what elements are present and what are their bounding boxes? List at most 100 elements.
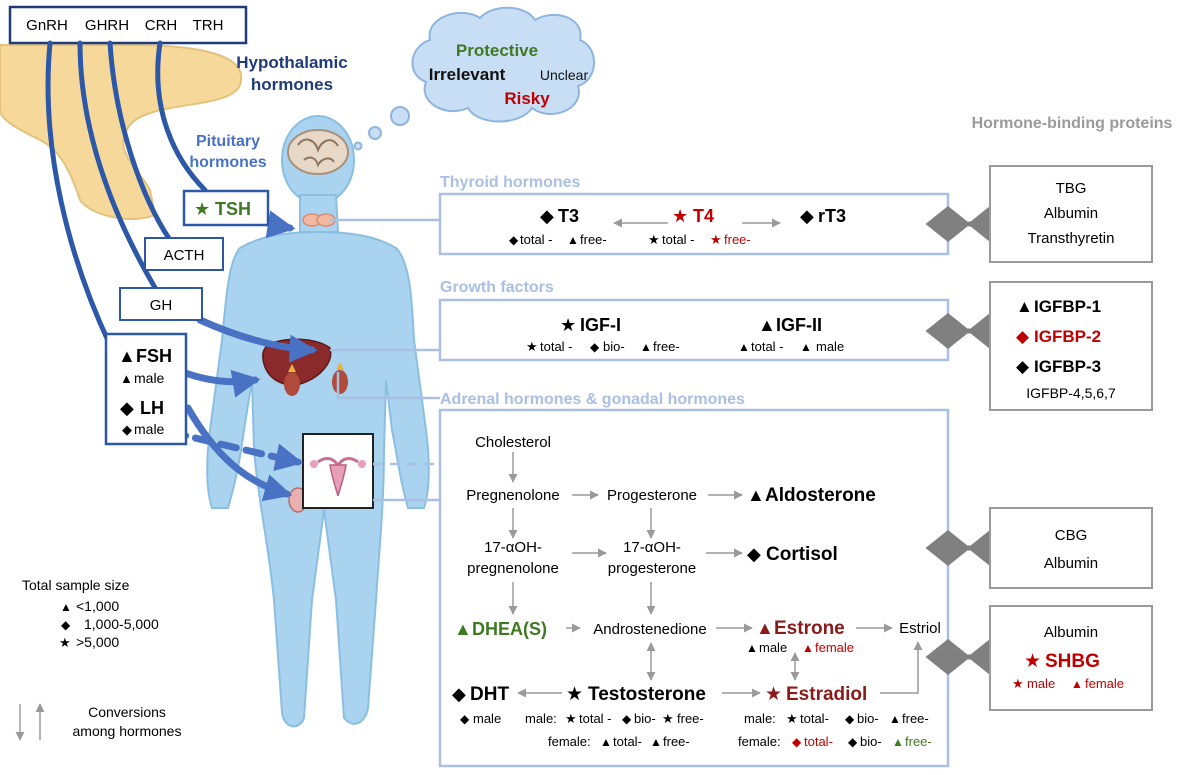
testo-female-total-label: total- [613,734,642,749]
thought-cloud [353,6,595,151]
e2-male-free-label: free- [902,711,929,726]
testo-male-bio-label: bio- [634,711,656,726]
shbg-label: SHBG [1045,651,1100,672]
e2-male-label: male: [744,711,776,726]
igfbp2-diamond-icon: ◆ [1016,327,1030,346]
pregnenolone-label: Pregnenolone [466,487,559,504]
igfbp2-label: IGFBP-2 [1034,327,1101,346]
testo-male-total-star-icon: ★ [565,711,577,726]
estrone-triangle-icon: ▲ [756,618,774,638]
t3-label: T3 [558,206,579,226]
legend-triangle-label: <1,000 [76,598,119,614]
shbg-female-label: female [1085,676,1124,691]
e2-male-total-label: total- [800,711,829,726]
igf1-free-triangle-icon: ▲ [640,340,652,354]
estradiol-label: Estradiol [786,684,867,705]
tbg-label: TBG [1056,180,1087,197]
cbg-binding-box [989,507,1153,589]
hypothalamic-label-2: hormones [251,75,333,94]
igfbp3-diamond-icon: ◆ [1016,357,1030,376]
progesterone-label: Progesterone [607,487,697,504]
transthyretin-label: Transthyretin [1028,230,1115,247]
testosterone-label: Testosterone [588,684,706,705]
t4-free-star-icon: ★ [710,232,722,247]
organ-connectors [330,218,440,502]
dhea-triangle-icon: ▲ [454,619,472,639]
testo-female-label: female: [548,734,591,749]
e2-female-free-triangle-icon: ▲ [892,735,904,749]
gnrh-label: GnRH [26,17,68,34]
dht-diamond-icon: ◆ [452,684,466,704]
e2-female-total-diamond-icon: ◆ [792,735,802,749]
igf2-male-triangle-icon: ▲ [800,340,812,354]
pathway-arrows [508,452,923,698]
cortisol-diamond-icon: ◆ [747,544,761,564]
lh-label: LH [140,398,164,418]
igf1-free-label: free- [653,339,680,354]
ghrh-label: GHRH [85,17,129,34]
androstenedione-label: Androstenedione [593,621,706,638]
tsh-label: TSH [215,199,251,219]
igf2-male-label: male [816,339,844,354]
estrone-female-triangle-icon: ▲ [802,641,814,655]
e2-male-bio-diamond-icon: ◆ [845,712,855,726]
oh-pregnenolone-label-1: 17-αOH- [484,539,542,556]
igf1-bio-diamond-icon: ◆ [590,340,600,354]
t3-total-diamond-icon: ◆ [509,233,519,247]
e2-male-total-star-icon: ★ [786,711,798,726]
shbg-binding-box [989,605,1153,711]
lh-male-diamond-icon: ◆ [122,422,132,437]
adrenal-section-title: Adrenal hormones & gonadal hormones [440,391,745,408]
growth-box [438,298,950,362]
risky-label: Risky [504,89,550,108]
acth-box [144,237,224,271]
testo-female-free-label: free- [663,734,690,749]
dhea-label: DHEA(S) [472,619,547,639]
e2-female-free-label: free- [905,734,932,749]
e2-female-bio-diamond-icon: ◆ [848,735,858,749]
igf1-total-label: total - [540,339,573,354]
rt3-diamond-icon: ◆ [800,206,814,226]
testosterone-star-icon: ★ [566,684,583,705]
e2-female-label: female: [738,734,781,749]
cbg-albumin-label: Albumin [1044,555,1098,572]
uterus-icon [310,457,366,497]
tsh-star-icon: ★ [194,199,210,219]
irrelevant-label: Irrelevant [429,65,506,84]
igfbp1-triangle-icon: ▲ [1016,297,1033,316]
legend-triangle-icon: ▲ [60,600,72,614]
t3-total-label: total - [520,232,553,247]
legend-conversion-arrows-icon [15,703,45,741]
e2-female-bio-label: bio- [860,734,882,749]
testo-female-total-triangle-icon: ▲ [600,735,612,749]
pituitary-label-2: hormones [189,154,266,171]
kidney-icon [284,362,348,396]
dht-male-diamond-icon: ◆ [460,712,470,726]
testo-male-free-star-icon: ★ [662,711,674,726]
lh-male-label: male [134,421,165,437]
thyroid-binding-box [989,165,1153,263]
estrone-male-triangle-icon: ▲ [746,641,758,655]
shbg-star-icon: ★ [1024,651,1041,672]
legend-star-icon: ★ [59,635,71,650]
t4-free-label: free- [724,232,751,247]
tsh-box [182,189,270,227]
adrenal-box [438,408,950,768]
e2-male-free-triangle-icon: ▲ [889,712,901,726]
igf1-label: IGF-I [580,315,621,335]
gh-label: GH [150,297,173,314]
shbg-male-label: male [1027,676,1055,691]
fsh-male-label: male [134,370,165,386]
acth-label: ACTH [164,247,205,264]
t3-free-label: free- [580,232,607,247]
dht-male-label: male [473,711,501,726]
testo-male-total-label: total - [579,711,612,726]
thyroid-section-title: Thyroid hormones [440,174,581,191]
cholesterol-label: Cholesterol [475,434,551,451]
estrone-male-label: male [759,640,787,655]
t4-label: T4 [693,206,714,226]
t4-total-label: total - [662,232,695,247]
testo-male-bio-diamond-icon: ◆ [622,712,632,726]
igf2-label: IGF-II [776,315,822,335]
